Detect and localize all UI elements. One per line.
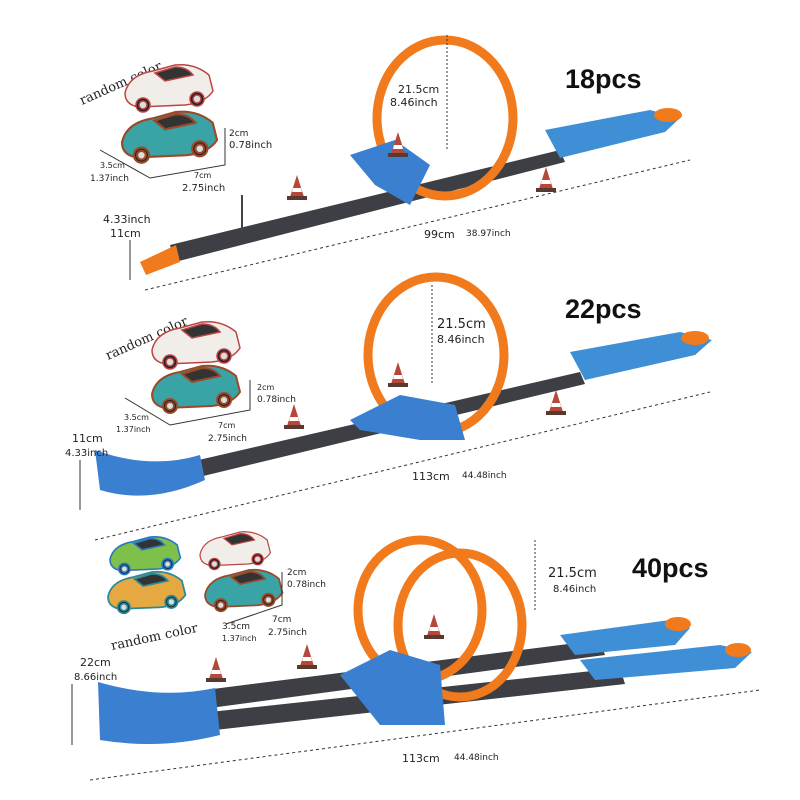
- car-width-inch: 1.37inch: [90, 174, 129, 184]
- car-width-cm: 3.5cm: [124, 413, 149, 422]
- piece-count: 40pcs: [632, 553, 709, 583]
- loop-2: [393, 548, 527, 702]
- car-height-inch: 0.78inch: [257, 395, 296, 405]
- start-width-inch: 4.33inch: [65, 448, 108, 459]
- car-height-cm: 2cm: [287, 568, 306, 578]
- start-width-inch: 4.33inch: [103, 213, 151, 226]
- panel-40pcs: random color 2cm 0.78inch 3.5cm 1.37inch…: [71, 531, 761, 781]
- start-ramp: [140, 245, 180, 275]
- car-white: [199, 531, 271, 571]
- car-height-inch: 0.78inch: [287, 580, 326, 590]
- car-width-cm: 3.5cm: [222, 622, 250, 632]
- track-length-cm: 113cm: [412, 470, 450, 483]
- car-teal: [204, 568, 284, 613]
- car-length-cm: 7cm: [272, 615, 291, 625]
- piece-count: 22pcs: [565, 294, 642, 324]
- launcher-button-2[interactable]: [725, 643, 751, 657]
- loop-base: [350, 140, 430, 205]
- launcher-button-1[interactable]: [665, 617, 691, 631]
- car-width-inch: 1.37inch: [222, 634, 257, 643]
- start-width-cm: 11cm: [72, 432, 103, 445]
- loop-height-inch: 8.46inch: [553, 584, 596, 595]
- track-length-inch: 44.48inch: [454, 753, 499, 763]
- loop-height-inch: 8.46inch: [437, 333, 485, 346]
- car-length-cm: 7cm: [218, 421, 235, 430]
- panel-22pcs: random color 2cm 0.78inch 3.5cm 1.37inch…: [65, 272, 712, 541]
- start-width-cm: 11cm: [110, 227, 141, 240]
- loop-height-inch: 8.46inch: [390, 96, 438, 109]
- launcher-button[interactable]: [654, 108, 682, 122]
- loop: [372, 35, 518, 201]
- launcher: [545, 110, 680, 158]
- car-yellow: [107, 570, 187, 615]
- launcher-button[interactable]: [681, 331, 709, 345]
- car-height-inch: 0.78inch: [229, 140, 272, 151]
- random-color-label: random color: [110, 621, 200, 654]
- launcher-1: [560, 620, 690, 655]
- car-length-cm: 7cm: [194, 171, 211, 180]
- start-width-cm: 22cm: [80, 656, 111, 669]
- car-length-inch: 2.75inch: [208, 434, 247, 444]
- car-length-inch: 2.75inch: [268, 628, 307, 638]
- launcher-2: [580, 645, 752, 680]
- start-ramp: [95, 450, 205, 496]
- start-ramp: [98, 682, 220, 744]
- start-width-inch: 8.66inch: [74, 672, 117, 683]
- track: [170, 150, 565, 262]
- car-teal: [151, 364, 241, 414]
- track-length-inch: 44.48inch: [462, 471, 507, 481]
- track-length-cm: 113cm: [402, 752, 440, 765]
- panel-18pcs: random color 2cm 0.78inch 3.5cm 1.37inch…: [78, 35, 691, 291]
- loop-base: [350, 395, 465, 440]
- loop-height-cm: 21.5cm: [437, 317, 486, 332]
- launcher: [570, 332, 712, 380]
- car-dimension-lines: [99, 128, 226, 179]
- car-height-cm: 2cm: [257, 383, 274, 392]
- loop-base: [340, 650, 445, 725]
- piece-count: 18pcs: [565, 64, 642, 94]
- car-height-cm: 2cm: [229, 129, 248, 139]
- loop-height-cm: 21.5cm: [548, 566, 597, 581]
- car-green: [109, 535, 182, 576]
- track-length-cm: 99cm: [424, 228, 455, 241]
- car-length-inch: 2.75inch: [182, 183, 225, 194]
- loop-height-cm: 21.5cm: [398, 83, 439, 96]
- car-teal: [120, 110, 219, 164]
- car-width-inch: 1.37inch: [116, 425, 151, 434]
- track-length-inch: 38.97inch: [466, 229, 511, 239]
- car-width-cm: 3.5cm: [100, 161, 125, 170]
